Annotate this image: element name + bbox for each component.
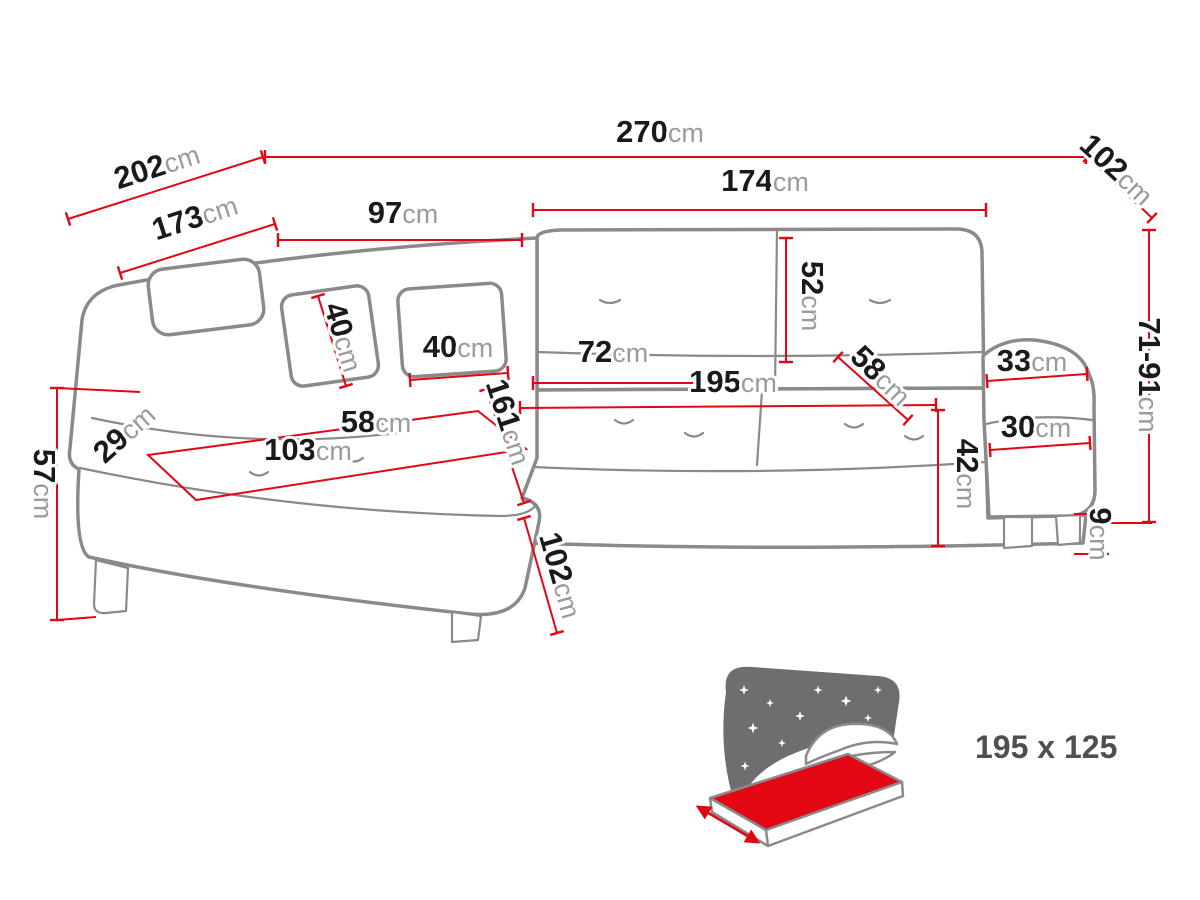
dim-line-armrest-top-width — [985, 366, 1089, 389]
headrest — [146, 257, 266, 337]
dim-line-inner-depth-left — [116, 216, 279, 281]
dim-label-pillow-right: 40cm — [423, 329, 493, 364]
dim-label-seat-height-front: 57cm — [27, 449, 62, 519]
dim-label-depth-right: 102cm — [1073, 127, 1161, 212]
dim-line-chaise-front-depth — [516, 514, 565, 637]
tuft-marks — [248, 298, 925, 477]
dim-label-leg-height: 9cm — [1083, 507, 1118, 560]
dim-label-backrest-thickness: 52cm — [795, 261, 830, 331]
dim-label-chaise-seat-length: 103cm — [264, 432, 352, 467]
dim-label-chaise-seat-width: 58cm — [341, 404, 411, 439]
sleeping-area-label: 195 x 125 — [975, 729, 1117, 765]
dim-label-corner-back-width: 97cm — [368, 195, 438, 230]
dim-line-depth-right — [1082, 151, 1158, 224]
main-backrest — [535, 227, 986, 392]
dim-line-pillow-left — [310, 292, 354, 390]
sofa-outline — [67, 227, 1097, 644]
dim-label-armrest-top-width: 33cm — [997, 343, 1067, 378]
unfold-arrow-icon — [695, 805, 761, 844]
sleeping-area-inset: 195 x 125 — [695, 666, 1117, 848]
dim-label-armrest-base-width: 30cm — [1001, 409, 1071, 444]
sofa-legs — [92, 513, 1082, 644]
dim-label-total-depth-left: 202cm — [110, 136, 204, 196]
armrest-seam — [984, 416, 1094, 426]
chaise-front-edge — [78, 466, 538, 518]
dim-label-seat-depth: 72cm — [578, 334, 648, 369]
dim-line-seat-diagonal-right — [832, 350, 914, 427]
backrest-crease — [535, 350, 984, 358]
dim-line-chaise-diagonal — [478, 385, 532, 507]
seat-front-edge — [510, 460, 988, 473]
dim-label-overall-width: 270cm — [616, 114, 704, 149]
chaise-back-cushion-edge — [90, 416, 407, 441]
dim-extension-lines — [56, 387, 1152, 621]
dim-label-sleeping-length: 195cm — [689, 364, 777, 399]
dim-line-pillow-right — [408, 365, 510, 388]
dim-label-height-range: 71-91cm — [1132, 317, 1167, 432]
dim-line-total-depth-left — [64, 149, 267, 227]
bed-sheet — [804, 722, 899, 766]
dim-label-seat-width-right: 174cm — [721, 163, 809, 198]
dim-label-seat-height-inner: 42cm — [950, 439, 985, 509]
bed-flap — [723, 666, 900, 802]
dimension-lines — [50, 149, 1158, 637]
backrest-seam — [773, 228, 779, 391]
dim-line-armrest-base-width — [988, 435, 1092, 458]
